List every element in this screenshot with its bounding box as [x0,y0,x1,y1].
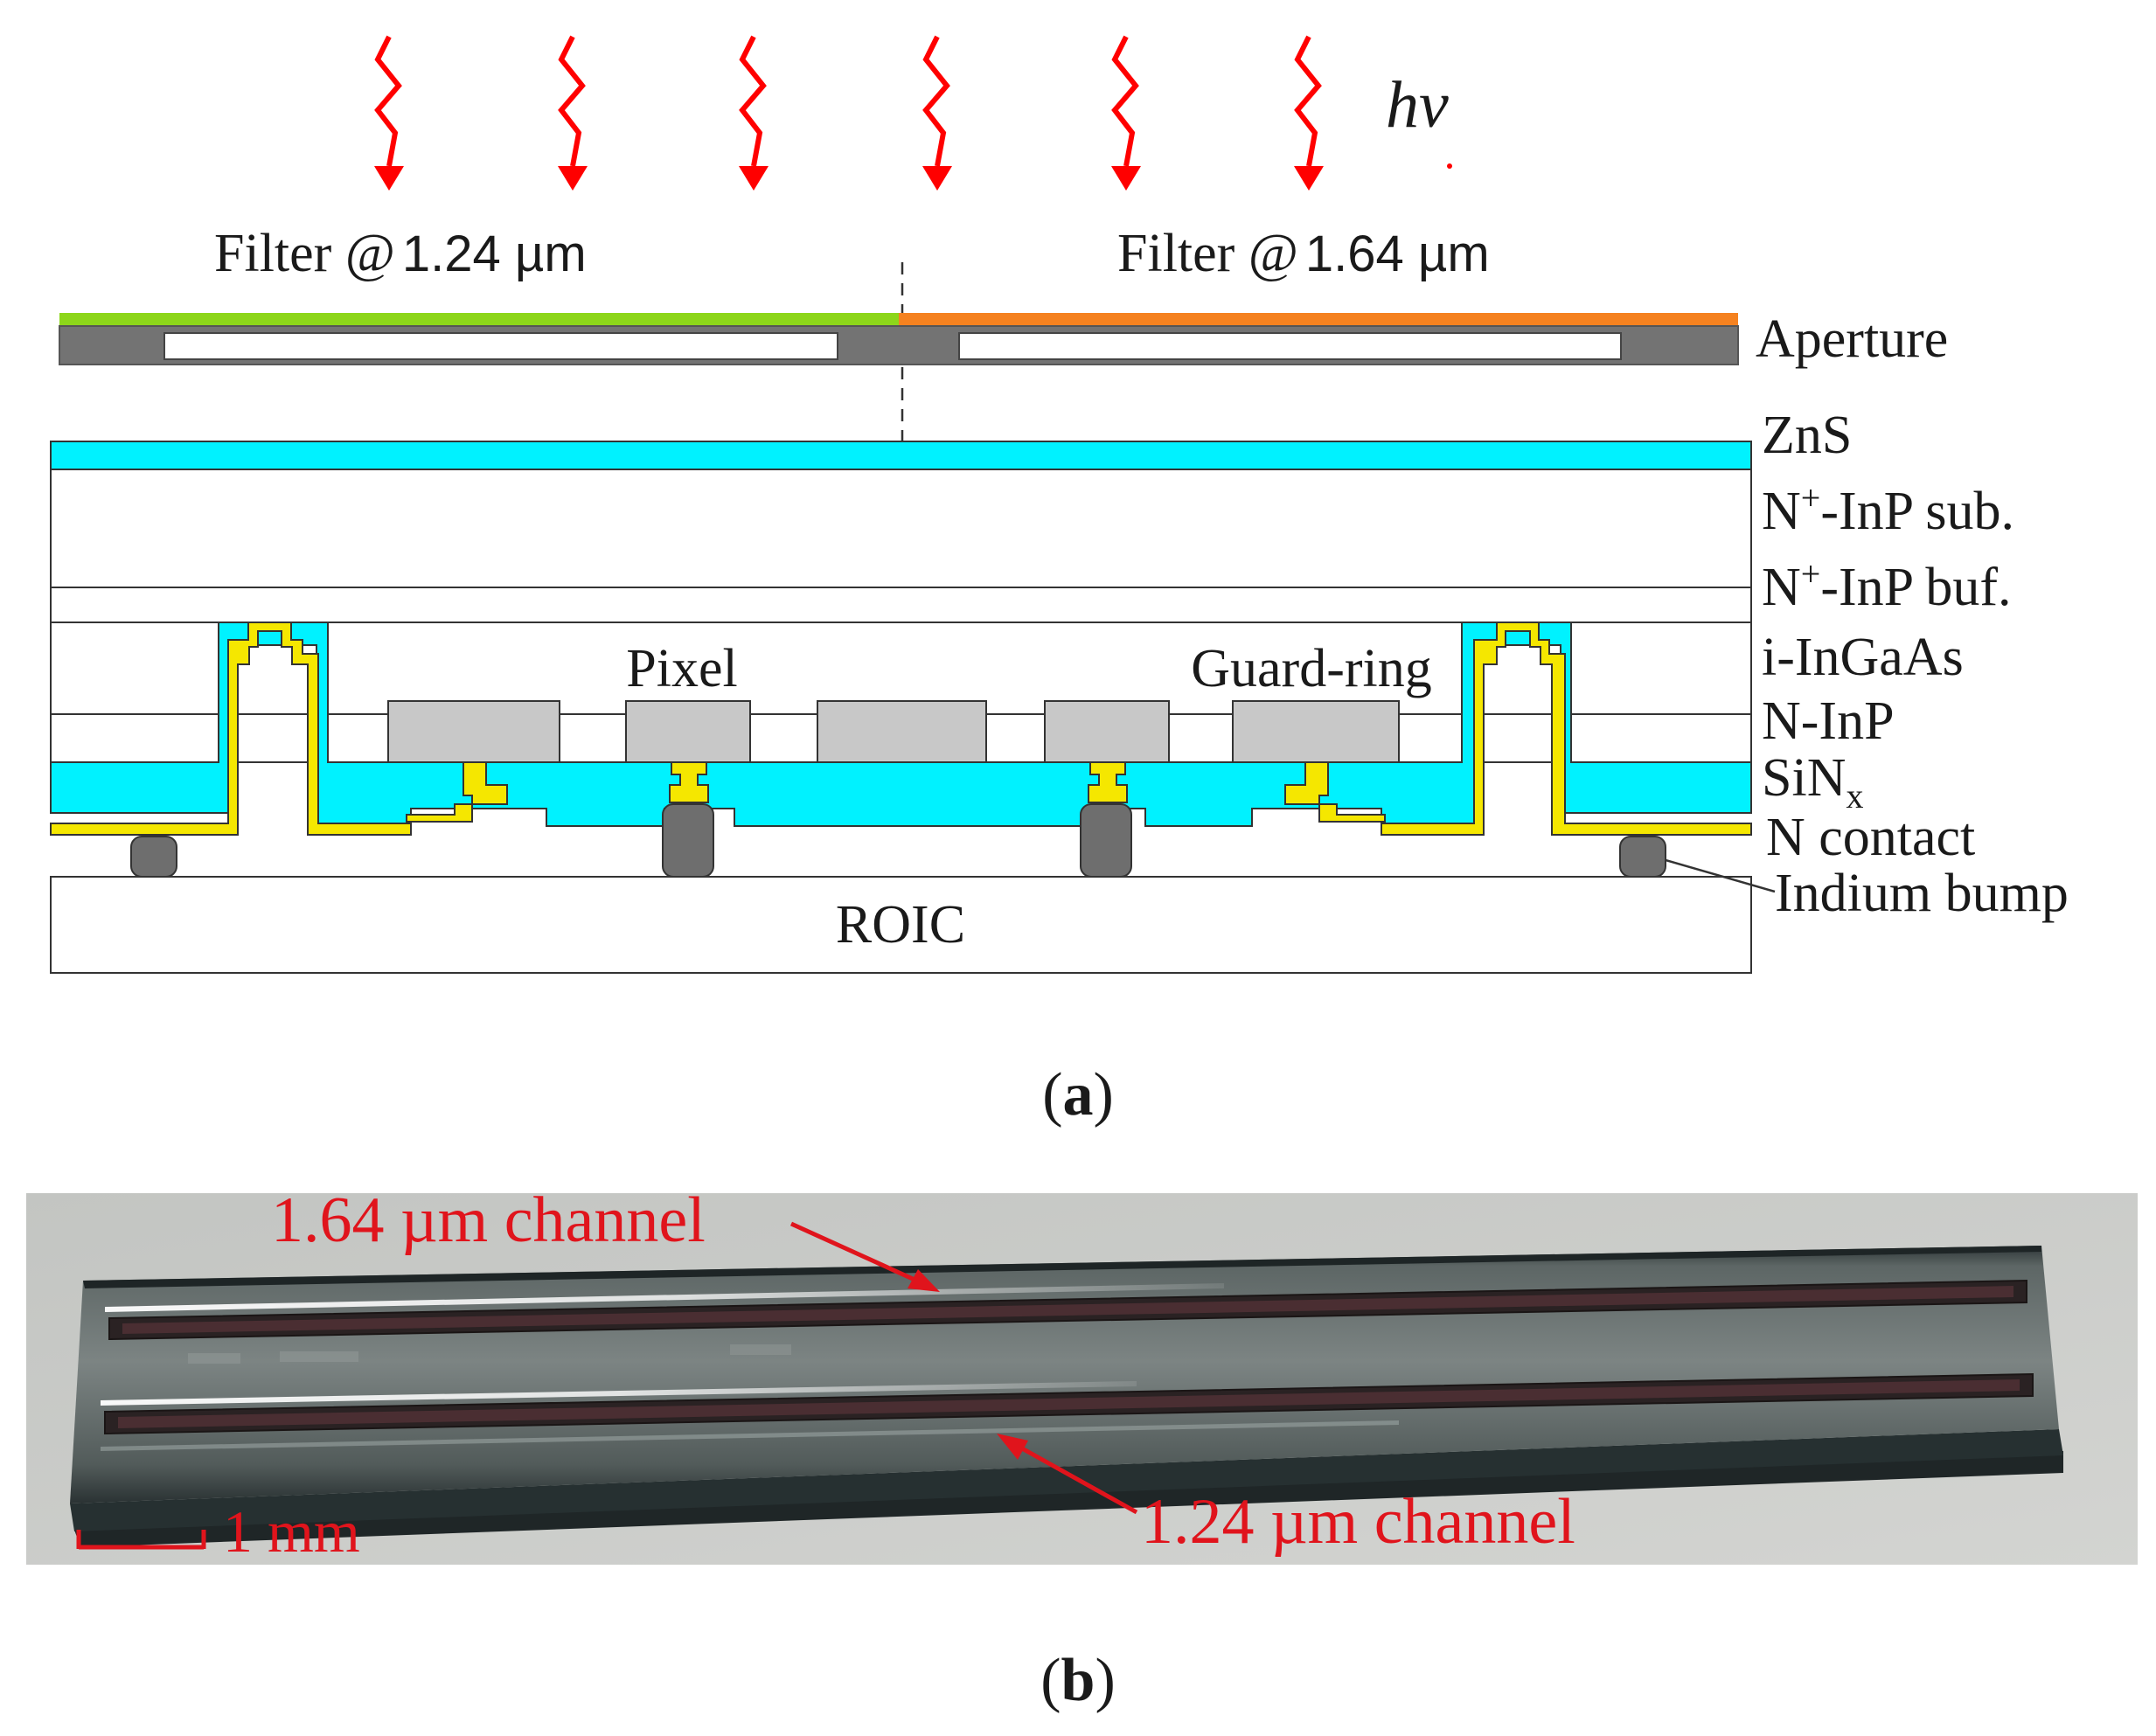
filter-right-label: Filter @1.64 µm [1117,224,1490,283]
p-contact-guard-left [406,761,508,823]
chip-marking [280,1351,358,1362]
p-contact-pixel-3 [1088,761,1128,803]
photon-label: hv [1386,68,1449,142]
panel-a: hv Filter @1.24 µm Filter @1.64 µm Apert… [50,35,2069,1128]
roic [50,876,1752,974]
photon-arrow-icon [1111,35,1141,191]
aperture-layer [59,313,1739,365]
pixel-2 [817,700,987,763]
chip-lower-sheen [101,1420,1399,1451]
zns-layer [50,441,1752,470]
photon-arrow-icon [739,35,769,191]
n-contact-label: N contact [1766,808,1975,867]
zns-label: ZnS [1762,406,1852,465]
sinx-label: SiNx [1762,748,1863,816]
pixel-1 [625,700,751,763]
channel-bottom-pointer [1012,1441,1138,1515]
chip-shadow [74,1451,2063,1547]
stray-mark [1447,163,1452,169]
p-contact-guard-right [1284,761,1386,823]
channel-bottom-arrowhead-icon [997,1434,1028,1460]
channel-top-inner [122,1286,2013,1334]
inp-substrate [50,469,1752,588]
guard-ring-label: Guard-ring [1191,639,1431,698]
n-inp-label: N-InP [1762,691,1895,751]
aperture-opening-right [958,332,1622,360]
aperture-label: Aperture [1756,309,1948,369]
p-contacts [406,761,1386,823]
chip-edge-top [83,1246,2041,1288]
ingaas-label: i-InGaAs [1762,628,1964,687]
filter-left-label: Filter @1.24 µm [214,224,587,283]
photon-arrows [374,35,1324,191]
scale-bar-label: 1 mm [223,1498,360,1565]
device-stack: ROIC [50,441,1752,974]
filter-1-64 [899,313,1738,326]
channel-bottom-inner [118,1379,2020,1428]
filter-1-24 [59,313,899,326]
indium-bump [1619,836,1666,878]
channel-bottom-label: 1.24 µm channel [1141,1486,1575,1558]
chip-marking [188,1353,240,1364]
panel-b: 1.64 µm channel 1.24 µm channel 1 mm (b) [26,1184,2138,1714]
inp-buffer [50,587,1752,623]
indium-bump-leader [1665,858,1776,893]
channel-bottom-shine [101,1381,1137,1406]
indium-bump-label: Indium bump [1775,864,2069,923]
guard-ring-left [387,700,560,763]
channel-top-label: 1.64 µm channel [271,1184,706,1256]
chip-photo [70,1246,2063,1547]
photon-arrow-icon [374,35,404,191]
pixel-label: Pixel [626,639,737,698]
scale-bar: 1 mm [76,1498,360,1565]
n-contact-metal-left [50,621,412,836]
layer-labels: ZnS N+-InP sub. N+-InP buf. i-InGaAs N-I… [1665,406,2069,923]
indium-bump [1080,803,1132,878]
p-contact-pixel-1 [669,761,709,803]
photon-arrow-icon [1294,35,1324,191]
indium-bump [662,803,714,878]
channel-top-arrowhead-icon [908,1269,940,1292]
pixel-3 [1044,700,1170,763]
channel-top-shine [105,1283,1224,1312]
guard-ring-right [1232,700,1400,763]
caption-b: (b) [1040,1647,1116,1714]
indium-bump [130,836,177,878]
n-contact-metal-right [1381,621,1752,836]
roic-label: ROIC [836,895,965,955]
chip-side [70,1429,2063,1531]
caption-a: (a) [1042,1061,1114,1128]
channel-top-pointer [789,1221,924,1286]
inp-buf-label: N+-InP buf. [1762,554,2011,617]
photon-arrow-icon [922,35,952,191]
photon-arrow-icon [558,35,588,191]
aperture-opening-left [163,332,838,360]
inp-sub-label: N+-InP sub. [1762,478,2014,541]
chip-marking [730,1344,791,1355]
